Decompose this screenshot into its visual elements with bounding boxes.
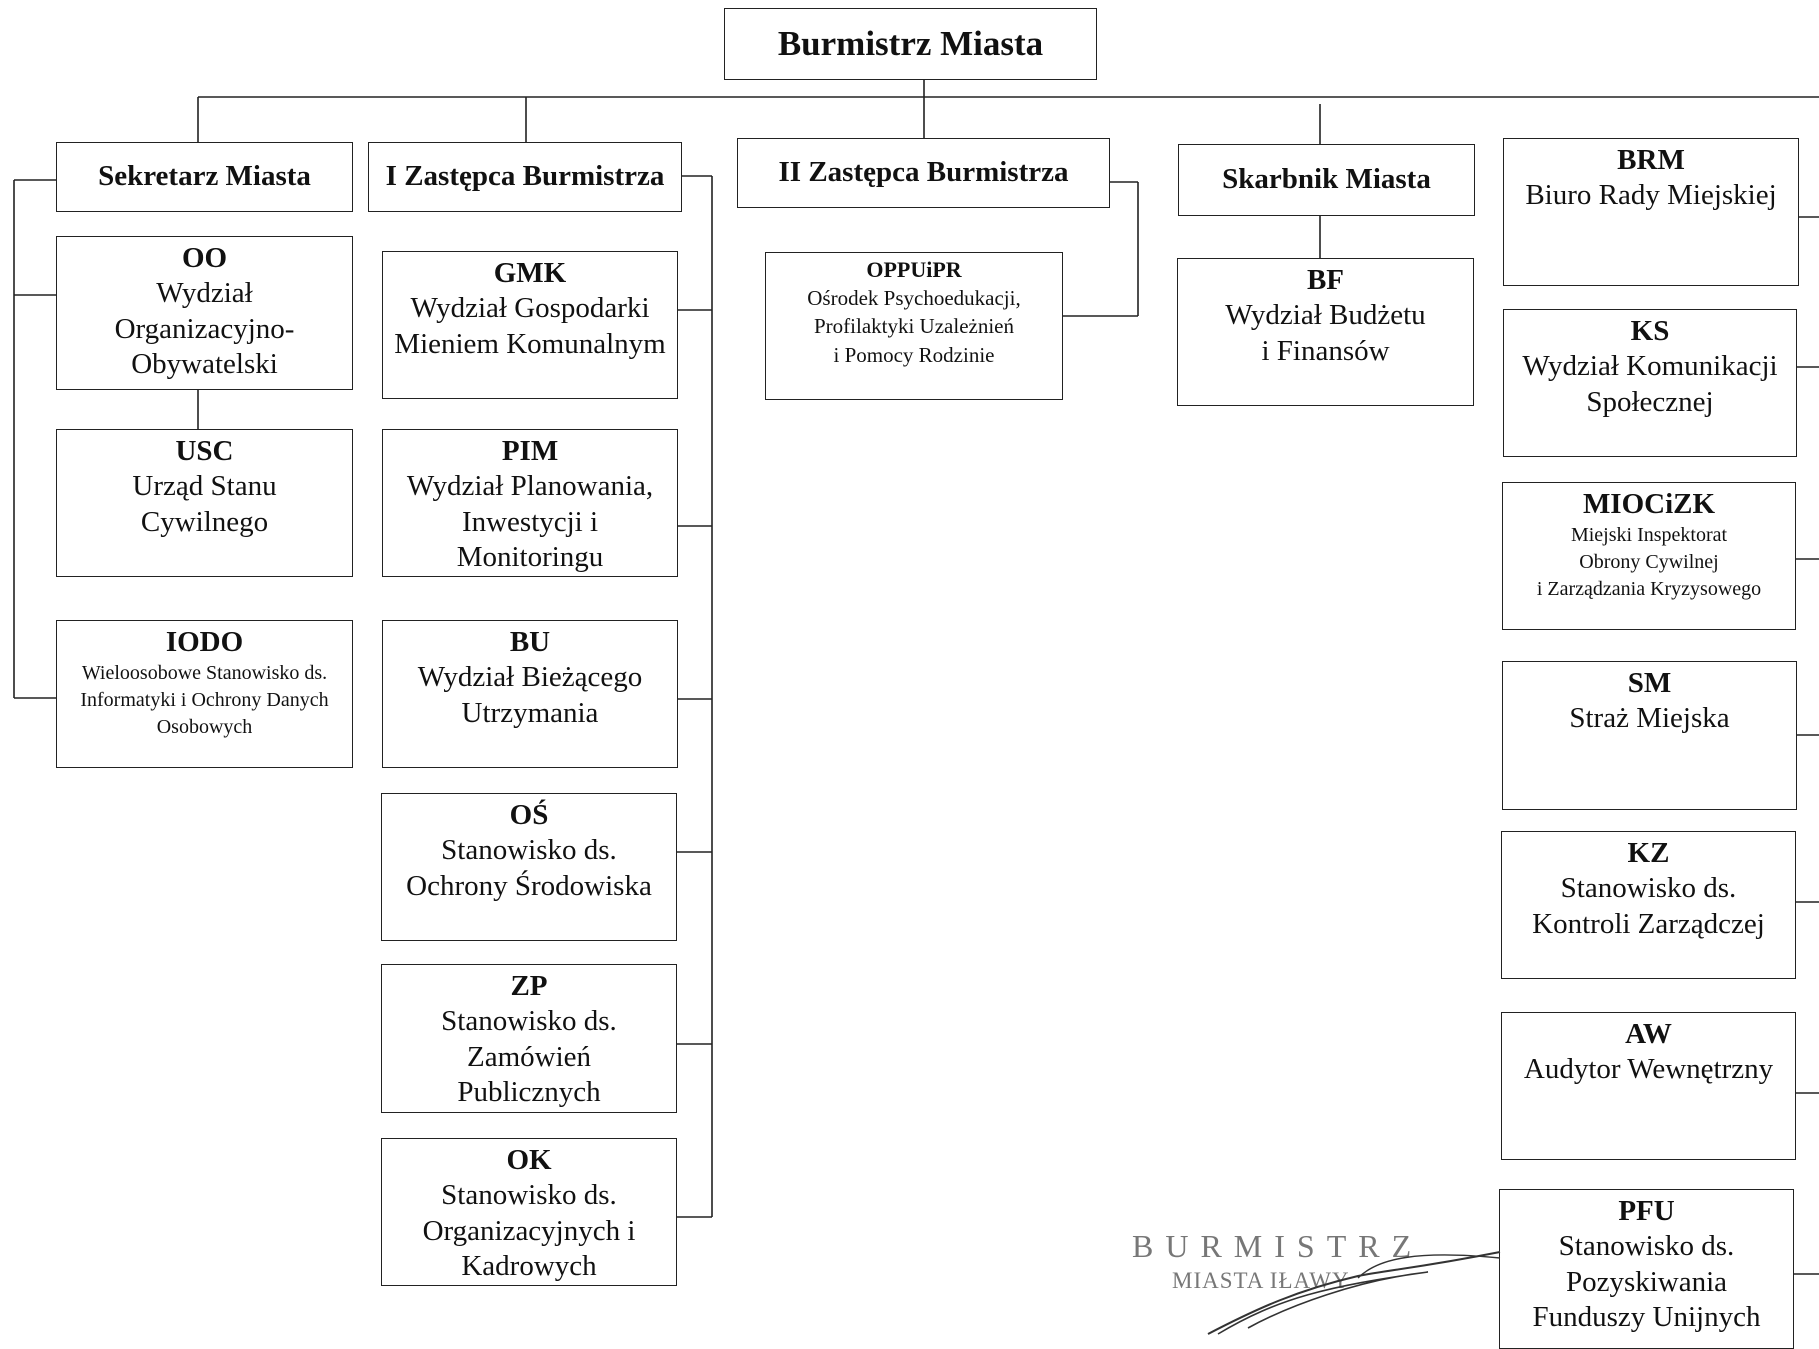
first-deputy-title: I Zastępca Burmistrza [385,160,665,193]
unit-name: Straż Miejska [1569,702,1730,735]
unit-code: KZ [1627,837,1670,869]
unit-name: Wydział Gospodarki Mieniem Komunalnym [394,292,666,360]
mayor-title: Burmistrz Miasta [777,23,1044,63]
unit-zp: ZP Stanowisko ds. Zamówień Publicznych [381,964,677,1113]
unit-code: MIOCiZK [1582,488,1716,520]
unit-name: Stanowisko ds. Ochrony Środowiska [406,834,652,902]
unit-name: Wydział Bieżącego Utrzymania [417,661,643,729]
signature-graphic [1207,1251,1501,1335]
unit-bf: BF Wydział Budżetu i Finansów [1177,258,1474,406]
first-deputy-box: I Zastępca Burmistrza [368,142,682,212]
second-deputy-title: II Zastępca Burmistrza [778,156,1069,189]
unit-code: USC [175,435,234,467]
secretary-title: Sekretarz Miasta [98,160,311,193]
unit-os: OŚ Stanowisko ds. Ochrony Środowiska [381,793,677,941]
second-deputy-box: II Zastępca Burmistrza [737,138,1110,208]
unit-code: PIM [501,435,559,467]
unit-aw: AW Audytor Wewnętrzny [1501,1012,1796,1160]
unit-pim: PIM Wydział Planowania, Inwestycji i Mon… [382,429,678,577]
unit-code: BU [509,626,551,658]
unit-pfu: PFU Stanowisko ds. Pozyskiwania Funduszy… [1499,1189,1794,1349]
unit-code: ZP [510,970,548,1002]
unit-code: OPPUiPR [866,257,962,282]
unit-code: IODO [165,626,244,658]
unit-name: Urząd Stanu Cywilnego [132,470,277,538]
unit-ok: OK Stanowisko ds. Organizacyjnych i Kadr… [381,1138,677,1286]
unit-code: OŚ [509,799,549,831]
treasurer-title: Skarbnik Miasta [1222,163,1431,196]
unit-usc: USC Urząd Stanu Cywilnego [56,429,353,577]
unit-code: GMK [493,257,567,289]
secretary-box: Sekretarz Miasta [56,142,353,212]
stamp-line2: MIASTA IŁAWY [1172,1268,1350,1293]
unit-code: OK [506,1144,552,1176]
mayor-box: Burmistrz Miasta [724,8,1097,80]
stamp-line1: BURMISTRZ [1132,1228,1424,1264]
unit-brm: BRM Biuro Rady Miejskiej [1503,138,1799,286]
unit-sm: SM Straż Miejska [1502,661,1797,810]
unit-kz: KZ Stanowisko ds. Kontroli Zarządczej [1501,831,1796,979]
unit-miocizk: MIOCiZK Miejski Inspektorat Obrony Cywil… [1502,482,1796,630]
unit-gmk: GMK Wydział Gospodarki Mieniem Komunalny… [382,251,678,399]
unit-code: OO [181,242,228,274]
unit-code: KS [1630,315,1670,347]
unit-iodo: IODO Wieloosobowe Stanowisko ds. Informa… [56,620,353,768]
unit-name: Wydział Budżetu i Finansów [1225,299,1426,367]
unit-name: Audytor Wewnętrzny [1523,1053,1774,1086]
unit-code: AW [1625,1018,1672,1050]
unit-code: BRM [1617,144,1685,176]
unit-name: Wydział Komunikacji Społecznej [1522,350,1778,418]
unit-code: SM [1627,667,1672,699]
mayor-stamp: BURMISTRZ MIASTA IŁAWY [1128,1228,1528,1338]
unit-code: PFU [1618,1195,1675,1227]
unit-name: Wydział Organizacyjno- Obywatelski [114,277,295,381]
unit-name: Miejski Inspektorat Obrony Cywilnej i Za… [1536,524,1762,601]
unit-code: BF [1306,264,1345,296]
unit-name: Wydział Planowania, Inwestycji i Monitor… [406,470,654,574]
unit-name: Stanowisko ds. Organizacyjnych i Kadrowy… [422,1179,636,1283]
unit-oppuipr: OPPUiPR Ośrodek Psychoedukacji, Profilak… [765,252,1063,400]
unit-oo: OO Wydział Organizacyjno- Obywatelski [56,236,353,390]
unit-name: Stanowisko ds. Zamówień Publicznych [441,1005,617,1109]
unit-name: Stanowisko ds. Pozyskiwania Funduszy Uni… [1532,1230,1761,1334]
unit-bu: BU Wydział Bieżącego Utrzymania [382,620,678,768]
treasurer-box: Skarbnik Miasta [1178,144,1475,216]
unit-name: Ośrodek Psychoedukacji, Profilaktyki Uza… [807,285,1021,367]
unit-ks: KS Wydział Komunikacji Społecznej [1503,309,1797,457]
unit-name: Wieloosobowe Stanowisko ds. Informatyki … [80,662,329,739]
unit-name: Stanowisko ds. Kontroli Zarządczej [1532,872,1765,940]
unit-name: Biuro Rady Miejskiej [1525,179,1777,212]
